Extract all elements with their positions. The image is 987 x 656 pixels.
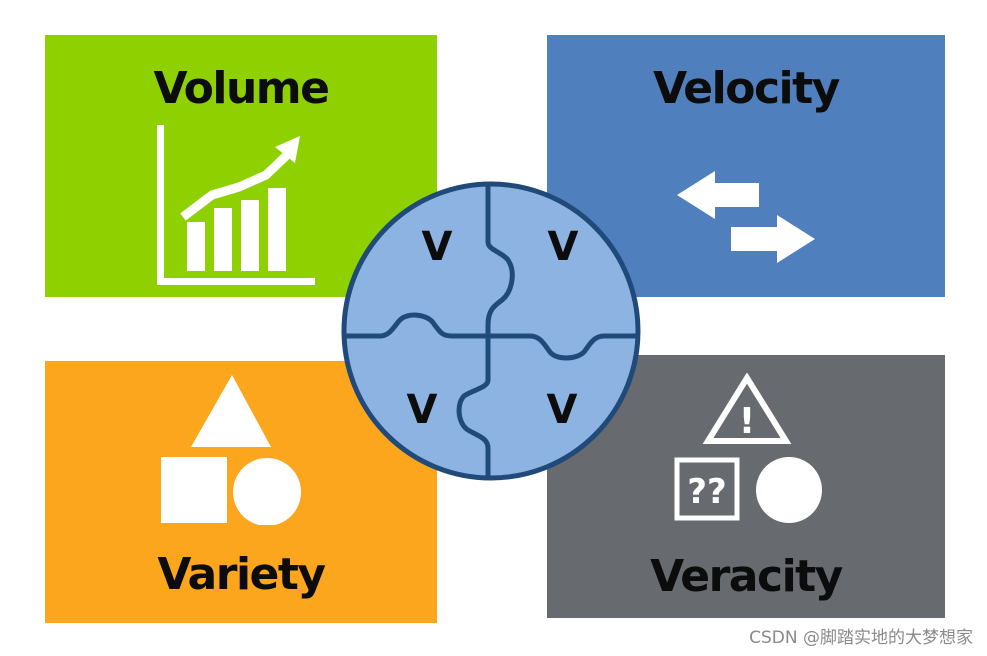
square-shape bbox=[161, 457, 227, 523]
variety-title: Variety bbox=[157, 549, 326, 600]
puzzle-disc bbox=[341, 181, 641, 481]
volume-title: Volume bbox=[153, 63, 330, 114]
question-marks: ?? bbox=[687, 472, 726, 512]
volume-panel: Volume bbox=[45, 35, 437, 297]
puzzle-piece-bottom-left-letter: V bbox=[407, 387, 438, 433]
veracity-title: Veracity bbox=[650, 551, 843, 602]
veracity-circle bbox=[756, 457, 822, 523]
warning-triangle bbox=[702, 373, 792, 444]
watermark-text: CSDN @脚踏实地的大梦想家 bbox=[749, 628, 973, 648]
puzzle-piece-bottom-right-letter: V bbox=[547, 387, 578, 433]
triangle-shape bbox=[191, 375, 271, 447]
warning-mark: ! bbox=[739, 401, 755, 442]
puzzle-seam-horizontal bbox=[344, 312, 638, 361]
velocity-title: Velocity bbox=[653, 63, 840, 114]
puzzle-piece-top-left-letter: V bbox=[422, 224, 453, 270]
puzzle-circle: V V V V bbox=[341, 181, 641, 481]
shapes-icon bbox=[161, 375, 301, 525]
bar-chart-trend-icon bbox=[157, 125, 315, 285]
question-box bbox=[674, 457, 740, 521]
puzzle-seam-vertical bbox=[456, 184, 515, 478]
circle-shape bbox=[233, 458, 301, 525]
puzzle-piece-top-right-letter: V bbox=[548, 224, 579, 270]
warning-question-icon: ! ?? bbox=[674, 373, 822, 523]
exchange-arrows-icon bbox=[677, 171, 815, 263]
